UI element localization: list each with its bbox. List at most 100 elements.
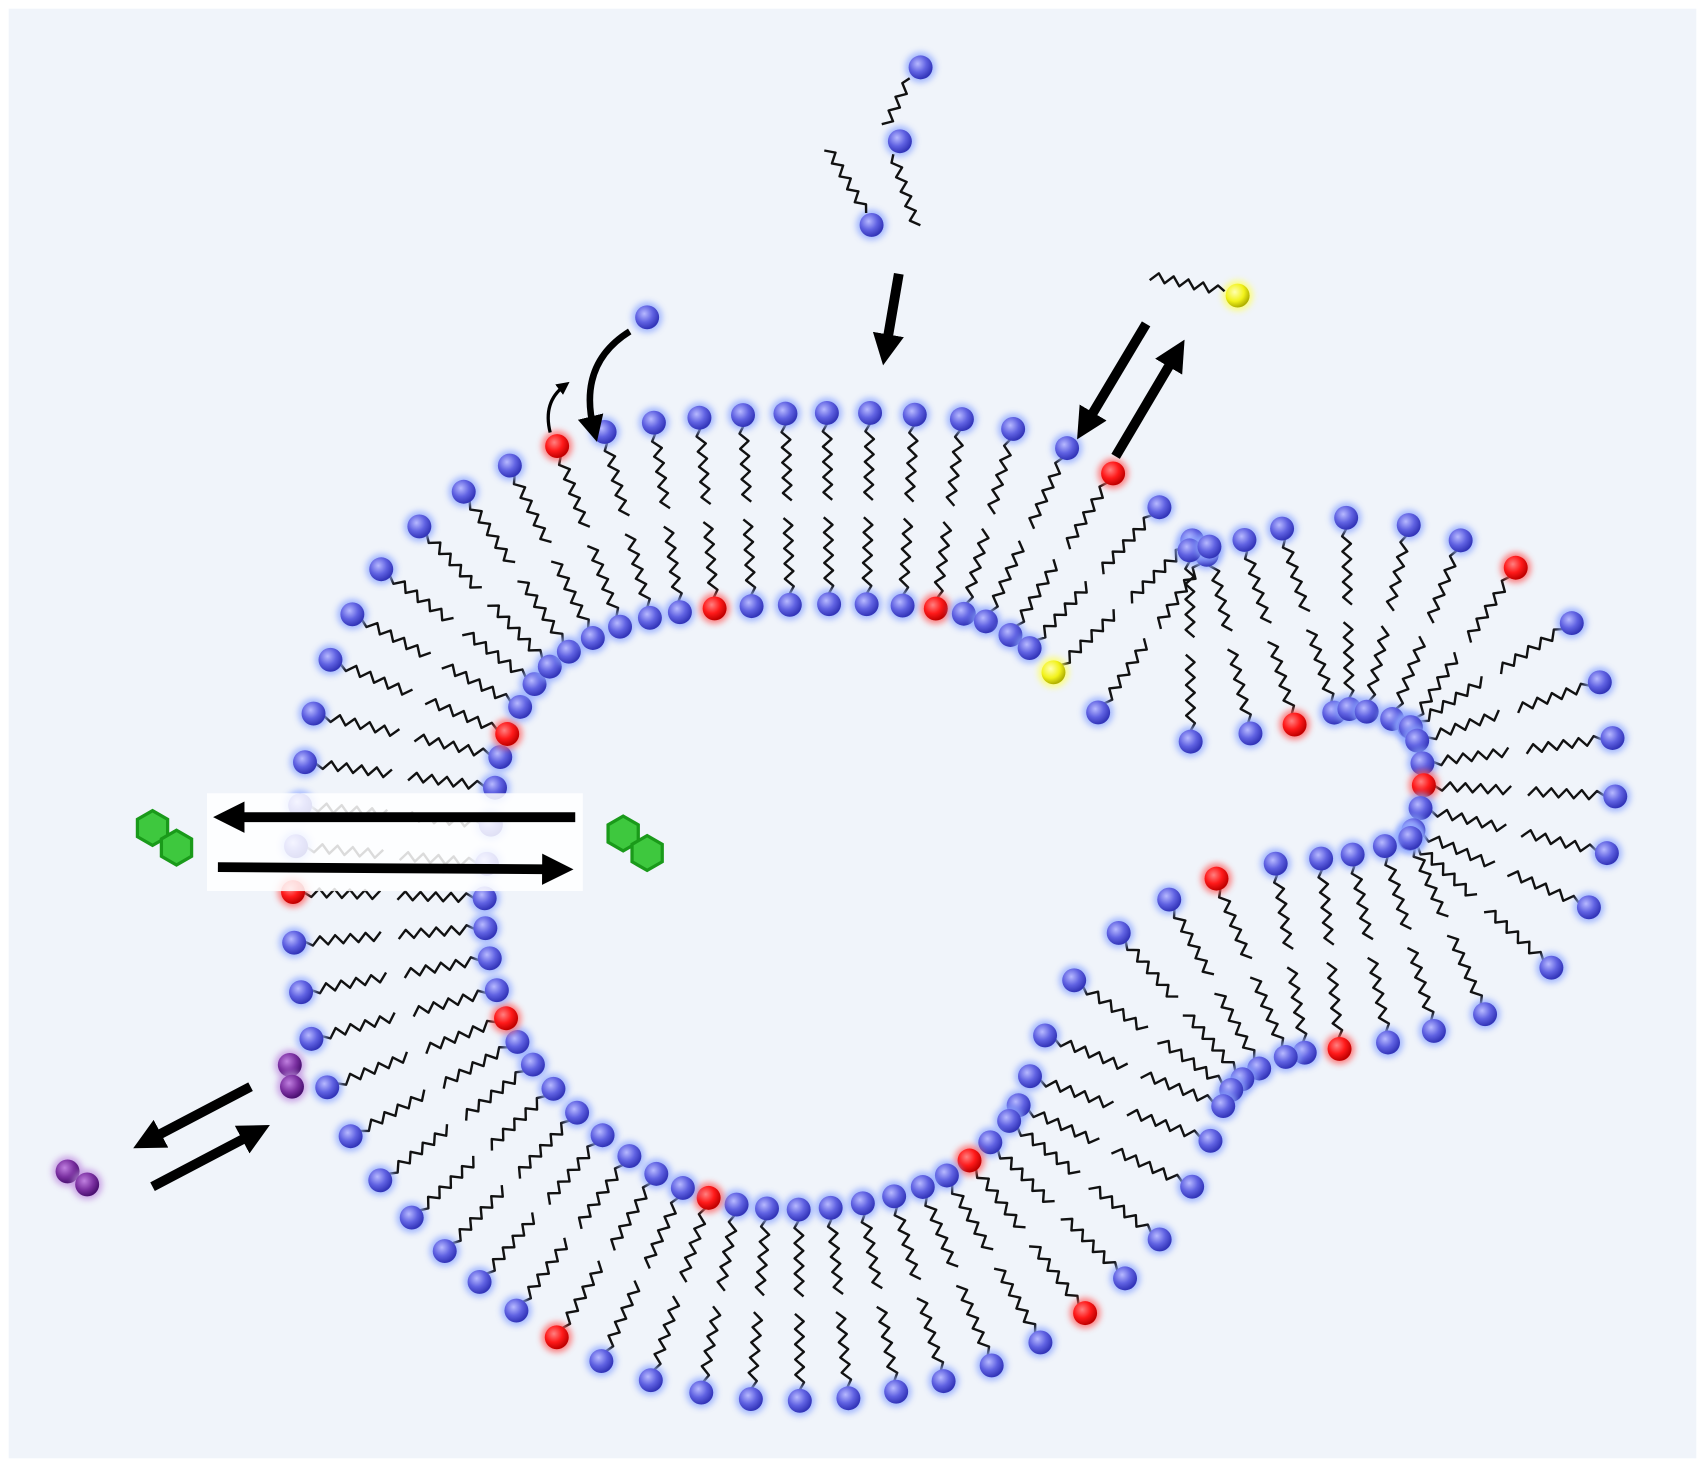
blue-lipid-head (1195, 1125, 1226, 1157)
head-sphere (617, 1144, 642, 1169)
blue-lipid-head (365, 554, 397, 585)
blue-lipid-head (517, 1049, 549, 1080)
blue-lipid-head (1029, 1020, 1061, 1051)
lipid-tail (1110, 1147, 1184, 1183)
head-sphere (1327, 1036, 1352, 1061)
head-sphere (1055, 436, 1080, 461)
head-sphere (537, 654, 562, 679)
lipid-tail (464, 1069, 525, 1121)
blue-lipid-head (635, 1365, 667, 1396)
lipid-tail (396, 890, 475, 904)
lipid-tail (315, 760, 393, 779)
lipid-tail (304, 931, 382, 947)
blue-lipid-head (448, 476, 479, 507)
blue-lipid-head (1351, 696, 1382, 727)
lipid-tail (1088, 1185, 1153, 1234)
head-sphere (910, 1175, 935, 1199)
lipid-tail (624, 533, 651, 608)
lipid-tail (1028, 456, 1064, 530)
lipid-tail (1015, 558, 1058, 627)
arrow-in (1077, 321, 1151, 440)
blue-lipid-head (884, 126, 916, 157)
head-sphere (292, 750, 317, 775)
lipid-tail (550, 560, 590, 629)
head-sphere (1180, 1174, 1205, 1199)
lipid-tail (965, 527, 990, 605)
head-sphere (315, 1075, 340, 1100)
lipid-tail (1226, 648, 1252, 724)
blue-lipid-head (1194, 531, 1225, 562)
blue-lipid-head (993, 1105, 1025, 1137)
lipid-tail (586, 544, 620, 617)
head-sphere (1411, 773, 1436, 798)
head-sphere (1539, 955, 1564, 980)
lipid-tail (1342, 621, 1355, 699)
lipid-tail (742, 518, 757, 596)
lipid-tail (403, 956, 480, 979)
blue-lipid-head (997, 413, 1029, 445)
head-sphere (494, 1006, 519, 1031)
head-sphere (368, 1168, 393, 1193)
head-sphere (817, 592, 842, 617)
lipid-tail (603, 442, 630, 517)
lipid-tail (876, 1305, 899, 1382)
head-sphere (890, 593, 915, 618)
lipid-tail (424, 698, 499, 731)
head-sphere (1017, 636, 1042, 660)
head-sphere (541, 1076, 566, 1101)
lipid-tail (547, 1142, 596, 1205)
blue-lipid-head (1153, 884, 1185, 915)
lipid-tail (890, 154, 921, 227)
blue-lipid-head (365, 1165, 396, 1196)
head-sphere (318, 647, 343, 672)
head-sphere (477, 946, 502, 971)
head-sphere (1448, 528, 1473, 553)
head-sphere (473, 916, 498, 941)
head-sphere (467, 1270, 492, 1294)
blue-lipid-head (404, 511, 435, 542)
head-sphere (884, 1379, 909, 1404)
lipid-tail (1061, 609, 1116, 666)
blue-lipid-head (1051, 432, 1083, 464)
arrow-insert (872, 273, 904, 366)
blue-lipid-head (485, 741, 516, 773)
blue-lipid-head (561, 1097, 593, 1128)
head-sphere (565, 1100, 590, 1125)
head-sphere (451, 479, 476, 504)
head-sphere (1354, 699, 1379, 724)
lipid-tail (1517, 682, 1590, 714)
head-sphere (432, 1239, 457, 1264)
lipid-tail (860, 1213, 883, 1290)
lipid-tail (1419, 676, 1483, 723)
head-sphere (787, 1388, 812, 1413)
head-sphere (1600, 726, 1625, 750)
lipid-tail (1148, 272, 1226, 294)
blue-lipid-head (481, 974, 513, 1006)
blue-lipid-head (1270, 1041, 1301, 1073)
head-sphere (505, 1029, 530, 1054)
annotations (52, 52, 1253, 1200)
lipid-tail (388, 1124, 449, 1175)
lipid-tail (1446, 934, 1484, 1005)
lipid-tail (1182, 1014, 1237, 1072)
arrow-release (133, 1082, 253, 1149)
head-sphere (1559, 611, 1584, 636)
lipid-tail (517, 580, 565, 643)
head-sphere (638, 1368, 663, 1393)
lipid-tail (388, 575, 454, 622)
blue-lipid-head (727, 399, 759, 431)
lipid-tail (1249, 976, 1285, 1048)
lipid-tail (1414, 651, 1459, 719)
lipid-tail (881, 77, 911, 126)
lipid-tail (487, 604, 544, 659)
blue-lipid-head (847, 1188, 879, 1219)
lipid-tail (413, 733, 491, 757)
red-lipid-head (541, 1322, 572, 1353)
lipid-tail (407, 771, 485, 790)
lipid-tail (1406, 946, 1435, 1021)
red-lipid-head (693, 1182, 724, 1214)
blue-lipid-head (296, 1023, 327, 1055)
lipid-tail (1140, 1071, 1215, 1103)
red-lipid-head (1500, 552, 1531, 583)
blue-lipid-head (1144, 492, 1175, 523)
